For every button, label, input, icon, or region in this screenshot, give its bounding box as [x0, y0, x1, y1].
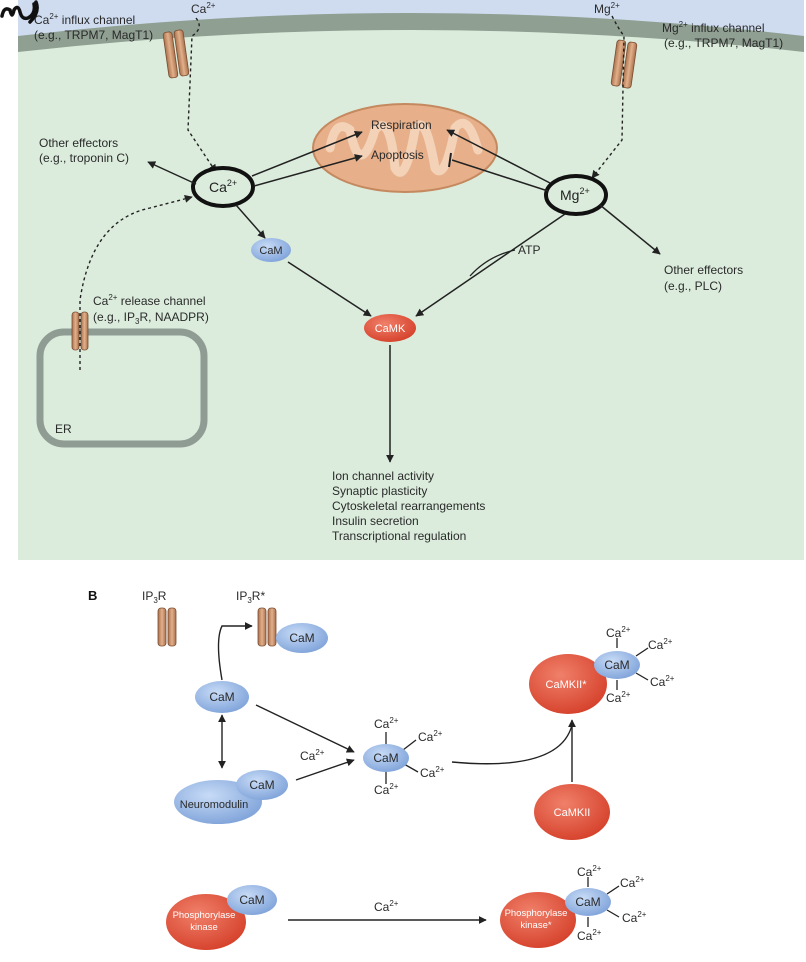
- release-channel-label: Ca2+ release channel: [93, 293, 206, 308]
- camkii: [534, 784, 610, 840]
- mg-influx-channel: [610, 39, 638, 89]
- ca-ion-label: Ca2+: [374, 716, 399, 731]
- ca-node: [191, 166, 255, 208]
- other-effectors-right-line2: (e.g., PLC): [664, 279, 722, 293]
- ca-cam-to-camkii-arrow: [451, 724, 573, 765]
- camk-node-label: CaMK: [375, 323, 406, 335]
- other-effectors-right-line1: Other effectors: [664, 263, 743, 277]
- ca-influx-channel: [162, 29, 190, 79]
- ca-label-bottom-arrow: Ca2+: [374, 899, 399, 914]
- phosphorylase-kinase-cam-label: CaM: [239, 893, 264, 907]
- outcome-item: Ion channel activity: [332, 469, 434, 483]
- endoplasmic-reticulum: [36, 328, 208, 448]
- ca-to-respiration-arrow: [251, 130, 363, 177]
- ca-influx-dashed-arrow: [187, 17, 217, 173]
- respiration-label: Respiration: [371, 118, 432, 132]
- cam-free-label: CaM: [209, 690, 234, 704]
- atp-curve: [469, 249, 516, 277]
- mitochondrion: [312, 103, 498, 193]
- handwritten-mark: [0, 0, 39, 24]
- ca-ion-label: Ca2+: [418, 729, 443, 744]
- panel-b-label: B: [88, 588, 97, 603]
- ca-label-b-arrow: Ca2+: [300, 748, 325, 763]
- ca-ion-label: Ca2+: [648, 637, 673, 652]
- ca-cam-label: CaM: [373, 751, 398, 765]
- mg-to-camk-arrow: [415, 213, 566, 317]
- phosphorylase-kinase-star-cam-label: CaM: [575, 895, 600, 909]
- cam-on-neuromodulin-label: CaM: [249, 778, 274, 792]
- other-effectors-left-line2: (e.g., troponin C): [39, 151, 129, 165]
- ca-to-cam-arrow: [235, 204, 266, 239]
- phosphorylase-kinase-line1: Phosphorylase: [173, 910, 236, 921]
- ip3r-star-channel: [257, 607, 277, 647]
- ca-ion-label: Ca2+: [577, 864, 602, 879]
- release-channel-examples: (e.g., IP3R, NAADPR): [93, 310, 209, 326]
- ca-cam-complex: CaM Ca2+ Ca2+ Ca2+ Ca2+: [363, 716, 445, 797]
- ca-release-channel: [71, 311, 89, 351]
- cam-to-ip3r-arrow: [217, 622, 253, 681]
- ip3r-star-label: IP3R*: [236, 589, 265, 605]
- ca-ion-label: Ca2+: [606, 690, 631, 705]
- cam-node: [251, 238, 291, 262]
- apoptosis-label: Apoptosis: [371, 148, 424, 162]
- mg-influx-label: Mg2+ influx channel: [662, 20, 765, 35]
- other-effectors-left-line1: Other effectors: [39, 136, 118, 150]
- ca-ion-label: Ca2+: [650, 674, 675, 689]
- ca-ion-label: Ca2+: [606, 625, 631, 640]
- ca-to-apoptosis-arrow: [253, 154, 363, 187]
- ip3r-channel: [157, 607, 177, 647]
- ca-ion-label: Ca2+: [577, 928, 602, 943]
- outcome-item: Insulin secretion: [332, 514, 419, 528]
- ip3r-label: IP3R: [142, 589, 167, 605]
- ca-extracellular-label: Ca2+: [191, 1, 216, 16]
- camk-node: [364, 314, 416, 342]
- neuromodulin-label: Neuromodulin: [180, 799, 248, 811]
- mg-to-other-effectors-arrow: [599, 204, 661, 255]
- atp-label: ATP: [518, 243, 540, 257]
- camkii-star-label: CaMKII*: [546, 679, 588, 691]
- mg-to-respiration-arrow: [446, 129, 551, 184]
- ca-influx-examples: (e.g., TRPM7, MagT1): [34, 28, 153, 42]
- phosphorylase-kinase-star-line1: Phosphorylase: [505, 908, 568, 919]
- phosphorylase-kinase-star-complex: Phosphorylase kinase* CaM Ca2+ Ca2+ Ca2+…: [500, 864, 647, 948]
- cam-to-camk-arrow: [287, 261, 372, 317]
- ca-node-label: Ca2+: [209, 178, 237, 195]
- cam-bound-ip3r-label: CaM: [289, 631, 314, 645]
- mg-extracellular-label: Mg2+: [594, 1, 620, 16]
- mg-node: [544, 174, 608, 216]
- cam-to-ca-cam-arrow: [255, 704, 355, 753]
- mg-influx-examples: (e.g., TRPM7, MagT1): [664, 36, 783, 50]
- camkii-star-cam-label: CaM: [604, 658, 629, 672]
- cytoplasm: [18, 30, 804, 560]
- ca-ion-label: Ca2+: [620, 875, 645, 890]
- phosphorylase-kinase-line2: kinase: [190, 922, 217, 933]
- camkii-star-complex: CaMKII* CaM Ca2+ Ca2+ Ca2+ Ca2+: [529, 625, 675, 714]
- mg-inhibits-apoptosis: [451, 159, 549, 192]
- er-release-dashed-arrow: [79, 194, 193, 370]
- outcome-item: Cytoskeletal rearrangements: [332, 499, 485, 513]
- outcomes-list: Ion channel activity Synaptic plasticity…: [332, 469, 485, 543]
- outcome-item: Synaptic plasticity: [332, 484, 427, 498]
- cam-bound-ip3r: [276, 623, 328, 653]
- camkii-label: CaMKII: [554, 807, 591, 819]
- phosphorylase-kinase: Phosphorylase kinase CaM: [166, 885, 277, 950]
- phosphorylase-kinase-star-line2: kinase*: [520, 920, 551, 931]
- er-label: ER: [55, 422, 72, 436]
- cam-node-label: CaM: [259, 245, 282, 257]
- mg-node-label: Mg2+: [560, 186, 590, 203]
- ca-ion-label: Ca2+: [420, 765, 445, 780]
- neuromodulin-to-ca-cam-arrow: [295, 758, 355, 781]
- cam-on-neuromodulin: [236, 770, 288, 800]
- ca-ion-label: Ca2+: [374, 782, 399, 797]
- ca-influx-label: Ca2+ influx channel: [34, 12, 135, 27]
- ca-to-other-effectors-arrow: [147, 161, 197, 185]
- panel-a: [18, 0, 804, 560]
- cam-free: [195, 681, 249, 713]
- ca-ion-label: Ca2+: [622, 910, 647, 925]
- inhibition-bar: [448, 152, 452, 168]
- outcome-item: Transcriptional regulation: [332, 529, 466, 543]
